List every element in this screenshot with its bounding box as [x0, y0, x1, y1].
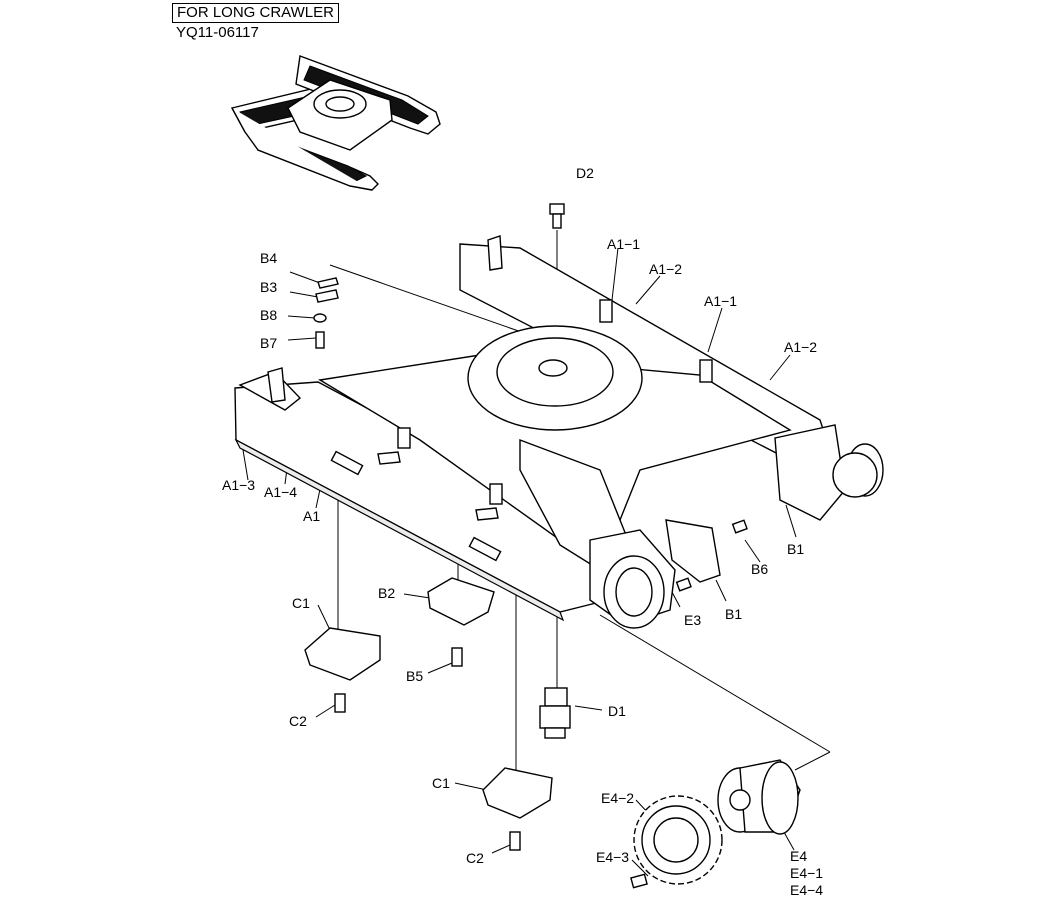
c1-guard-upper-icon	[304, 627, 381, 681]
label-b3: B3	[260, 279, 277, 295]
c2-bolt-upper-icon	[334, 693, 346, 713]
c1-guard-lower-icon	[482, 767, 553, 819]
label-a1: A1	[303, 508, 320, 524]
label-e4-4: E4−4	[790, 882, 823, 898]
label-b1-lower: B1	[725, 606, 742, 622]
track-frame	[234, 235, 884, 629]
b6-bolt-icon	[731, 519, 748, 534]
label-b6: B6	[751, 561, 768, 577]
callout-labels: D2 A1−1 A1−2 A1−1 A1−2 B4 B3 B8 B7 A1−3 …	[222, 165, 823, 898]
b4-plate-icon	[317, 277, 339, 289]
travel-motor-icon	[717, 759, 801, 835]
b7-bolt-icon	[315, 331, 325, 349]
label-a1-1-top: A1−1	[607, 236, 640, 252]
label-b7: B7	[260, 335, 277, 351]
label-e4-3: E4−3	[596, 849, 629, 865]
b3-plate-icon	[315, 289, 339, 303]
label-c1-upper: C1	[292, 595, 310, 611]
label-e3: E3	[684, 612, 701, 628]
header-title: FOR LONG CRAWLER	[172, 3, 339, 23]
label-e4-2: E4−2	[601, 790, 634, 806]
b8-washer-icon	[313, 313, 327, 323]
sprocket-icon	[633, 795, 723, 885]
label-d2: D2	[576, 165, 594, 181]
label-e4: E4	[790, 848, 807, 864]
label-a1-4: A1−4	[264, 484, 297, 500]
label-d1: D1	[608, 703, 626, 719]
label-c1-lower: C1	[432, 775, 450, 791]
label-c2-upper: C2	[289, 713, 307, 729]
b5-bolt-icon	[451, 647, 463, 667]
c2-bolt-lower-icon	[509, 831, 521, 851]
label-a1-2-top: A1−2	[649, 261, 682, 277]
cover-plate-icon	[665, 519, 721, 583]
b2-guard-icon	[427, 577, 495, 626]
label-b8: B8	[260, 307, 277, 323]
label-c2-lower: C2	[466, 850, 484, 866]
label-b5: B5	[406, 668, 423, 684]
d2-bolt-icon	[549, 203, 565, 229]
e4-3-bolt-icon	[630, 873, 648, 889]
label-b4: B4	[260, 250, 277, 266]
label-b2: B2	[378, 585, 395, 601]
label-e4-1: E4−1	[790, 865, 823, 881]
e3-bolt-icon	[675, 577, 692, 592]
label-a1-2-right: A1−2	[784, 339, 817, 355]
drawing-code: YQ11-06117	[176, 24, 259, 41]
label-a1-3: A1−3	[222, 477, 255, 493]
label-b1-right: B1	[787, 541, 804, 557]
swivel-joint-icon	[539, 687, 571, 739]
label-a1-1-right: A1−1	[704, 293, 737, 309]
undercarriage-thumbnail-icon	[230, 55, 441, 191]
